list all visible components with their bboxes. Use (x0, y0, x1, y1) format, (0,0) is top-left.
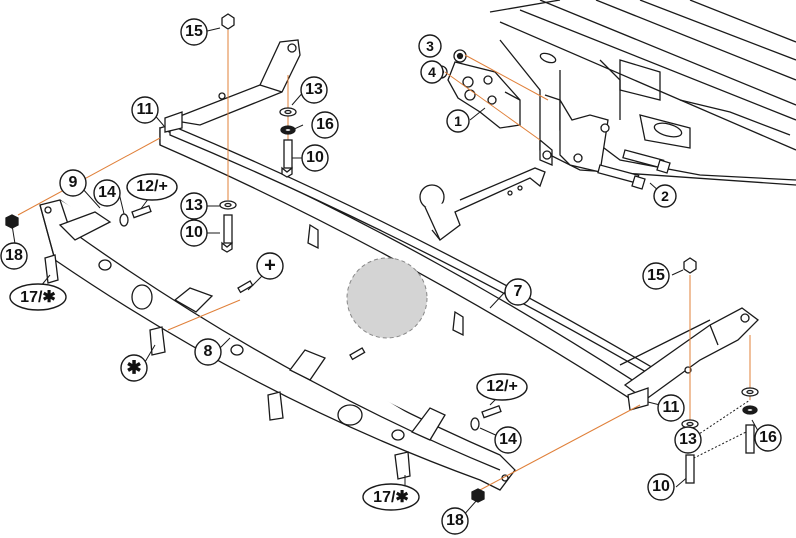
callout-11-right: 11 (662, 399, 680, 416)
callout-18-left: 18 (5, 247, 23, 264)
callout-15-right: 15 (647, 267, 665, 284)
tow-ball-neck (419, 167, 546, 242)
chassis-side-bracket (539, 94, 610, 173)
placeholder-circle (346, 257, 428, 339)
callout-3: 3 (426, 38, 434, 54)
callout-15-top: 15 (185, 23, 203, 40)
callout-11-left: 11 (136, 101, 154, 118)
callout-10-top: 10 (306, 149, 324, 166)
callout-16-right: 16 (759, 429, 777, 446)
left-side-arm (164, 39, 301, 133)
callout-17-bottom: 17/✱ (373, 489, 409, 506)
bolts-item-2 (597, 149, 671, 190)
clip-parts (44, 254, 411, 480)
callout-9: 9 (68, 174, 78, 191)
callout-12-right: 12/+ (486, 378, 518, 395)
right-side-arm (619, 307, 759, 411)
callout-1: 1 (454, 113, 462, 129)
callout-16-top: 16 (316, 116, 334, 133)
callout-star: ✱ (126, 357, 142, 378)
fasteners (5, 13, 759, 503)
callout-13-right: 13 (679, 431, 697, 448)
callout-14-right: 14 (499, 431, 517, 448)
callout-14-left: 14 (98, 184, 116, 201)
callout-10-right: 10 (652, 478, 670, 495)
callout-13-mid: 13 (185, 197, 203, 214)
callout-17-left: 17/✱ (20, 289, 56, 306)
mounting-bracket-plate (447, 61, 521, 129)
vehicle-chassis (489, 0, 796, 186)
callout-4: 4 (428, 64, 436, 80)
bumper-beam (39, 199, 516, 491)
callout-plus: + (264, 254, 276, 277)
callout-circles (0, 18, 782, 535)
callout-2: 2 (661, 188, 669, 204)
callout-8: 8 (203, 343, 213, 360)
orange-leader-lines (17, 30, 751, 491)
callout-13-top: 13 (305, 81, 323, 98)
callout-18-bottom: 18 (446, 512, 464, 529)
callout-12-left: 12/+ (136, 178, 168, 195)
callout-10-mid: 10 (185, 224, 203, 241)
callout-7: 7 (513, 283, 523, 300)
